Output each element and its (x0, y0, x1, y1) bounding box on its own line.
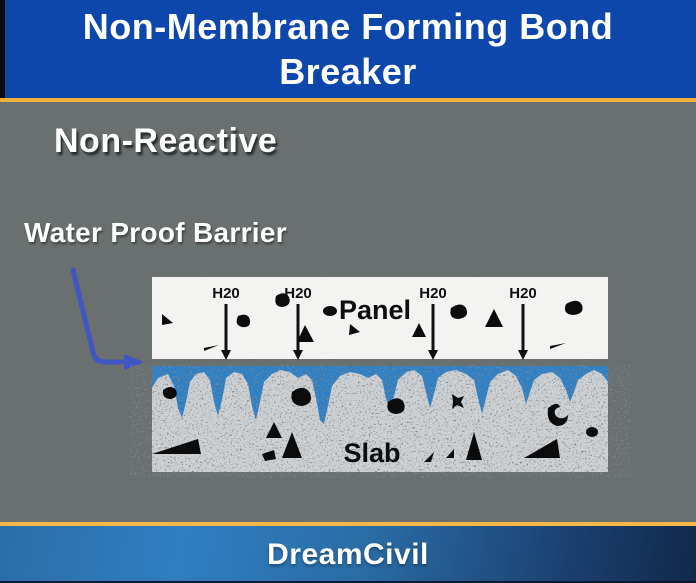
h2o-down-arrow-2 (293, 304, 303, 360)
h2o-down-arrow-4 (518, 304, 528, 360)
slab-region (152, 370, 608, 472)
bond-breaker-diagram: H20 H20 H20 H20 (70, 267, 608, 472)
panel-region (152, 277, 608, 359)
slab-aggregate-specks (152, 387, 598, 462)
h2o-label-1: H20 (212, 285, 240, 302)
header-banner: Non-Membrane Forming Bond Breaker (0, 0, 696, 98)
panel-aggregate-specks (162, 293, 583, 351)
slab-label: Slab (343, 438, 400, 468)
h2o-label-2: H20 (284, 285, 312, 302)
brand-name: DreamCivil (267, 537, 429, 571)
non-reactive-label: Non-Reactive (54, 122, 278, 160)
page-title-line-1: Non-Membrane Forming Bond (82, 6, 614, 47)
water-proof-pointer-arrow (70, 267, 144, 370)
page-title-line-2: Breaker (279, 51, 417, 92)
water-proof-barrier-label: Water Proof Barrier (24, 217, 287, 248)
h2o-label-4: H20 (509, 285, 537, 302)
h2o-arrows: H20 H20 H20 H20 (212, 285, 537, 360)
footer-banner: DreamCivil (0, 526, 696, 583)
gold-divider-bottom (0, 522, 696, 526)
gold-divider-top (0, 98, 696, 102)
panel-label: Panel (339, 295, 411, 325)
h2o-down-arrow-1 (221, 304, 231, 360)
h2o-label-3: H20 (419, 285, 447, 302)
header-left-edge (0, 0, 5, 98)
h2o-down-arrow-3 (428, 304, 438, 360)
